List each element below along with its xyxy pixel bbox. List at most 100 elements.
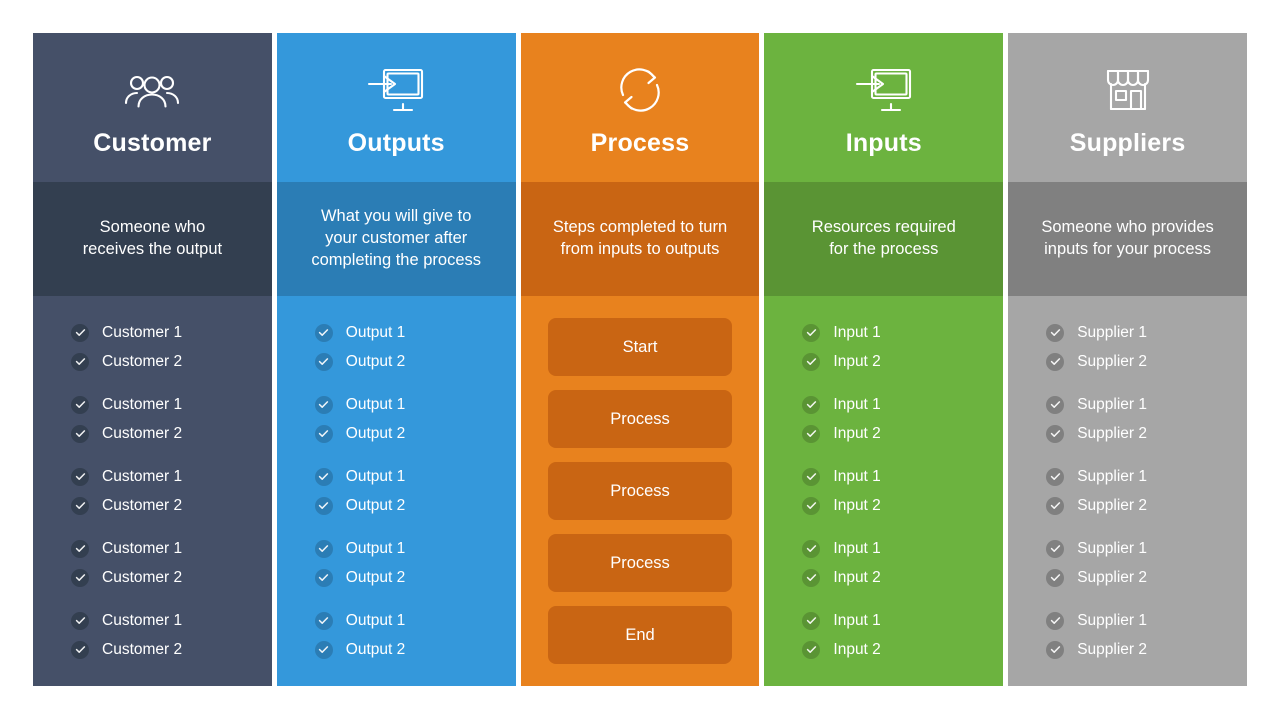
list-item[interactable]: Output 1 — [314, 318, 516, 347]
list-item[interactable]: Customer 2 — [71, 563, 272, 592]
check-icon — [314, 395, 333, 414]
list-item[interactable]: Customer 2 — [71, 635, 272, 664]
process-step[interactable]: End — [547, 606, 733, 664]
list-item-label: Supplier 2 — [1077, 568, 1147, 586]
check-icon — [314, 323, 333, 342]
storefront-icon — [1097, 63, 1159, 117]
list-item[interactable]: Output 2 — [314, 563, 516, 592]
list-item[interactable]: Customer 2 — [71, 347, 272, 376]
list-item[interactable]: Supplier 1 — [1046, 534, 1247, 563]
check-icon — [314, 496, 333, 515]
list-item-label: Supplier 2 — [1077, 424, 1147, 442]
check-icon — [71, 395, 89, 414]
list-item[interactable]: Supplier 2 — [1046, 491, 1247, 520]
check-icon — [1046, 424, 1065, 443]
list-item-label: Customer 1 — [102, 395, 183, 413]
list-item[interactable]: Output 2 — [314, 419, 516, 448]
list-item-label: Customer 2 — [102, 496, 183, 514]
checklist-group: Output 1 Output 2 — [314, 318, 516, 376]
list-item[interactable]: Output 2 — [314, 635, 516, 664]
list-item[interactable]: Input 2 — [802, 635, 1003, 664]
list-item[interactable]: Customer 1 — [71, 534, 272, 563]
check-icon — [71, 352, 89, 371]
process-step[interactable]: Start — [547, 318, 733, 376]
list-item[interactable]: Supplier 2 — [1046, 563, 1247, 592]
list-item-label: Supplier 2 — [1077, 640, 1147, 658]
list-item-label: Output 2 — [345, 352, 406, 370]
checklist-group: Input 1 Input 2 — [802, 390, 1003, 448]
list-item[interactable]: Input 2 — [802, 347, 1003, 376]
list-item[interactable]: Output 1 — [314, 606, 516, 635]
process-step[interactable]: Process — [547, 534, 733, 592]
list-item[interactable]: Output 1 — [314, 534, 516, 563]
list-item[interactable]: Supplier 1 — [1046, 606, 1247, 635]
check-icon — [802, 424, 821, 443]
list-item[interactable]: Customer 1 — [71, 390, 272, 419]
check-icon — [1046, 611, 1065, 630]
column-title-suppliers: Suppliers — [1069, 129, 1186, 157]
list-item[interactable]: Input 2 — [802, 491, 1003, 520]
checklist-group: Supplier 1 Supplier 2 — [1046, 462, 1247, 520]
list-item-label: Customer 2 — [102, 424, 183, 442]
list-item-label: Output 2 — [345, 568, 406, 586]
list-item[interactable]: Customer 1 — [71, 606, 272, 635]
list-item[interactable]: Customer 1 — [71, 318, 272, 347]
list-item[interactable]: Input 2 — [802, 563, 1003, 592]
list-item[interactable]: Supplier 2 — [1046, 347, 1247, 376]
list-item[interactable]: Input 1 — [802, 462, 1003, 491]
list-item[interactable]: Supplier 1 — [1046, 318, 1247, 347]
check-icon — [314, 352, 333, 371]
list-item[interactable]: Supplier 1 — [1046, 462, 1247, 491]
list-item[interactable]: Customer 1 — [71, 462, 272, 491]
list-item-label: Input 2 — [833, 424, 881, 442]
list-item[interactable]: Output 2 — [314, 347, 516, 376]
check-icon — [71, 467, 89, 486]
list-item-label: Input 1 — [833, 539, 881, 557]
list-item[interactable]: Output 2 — [314, 491, 516, 520]
list-item[interactable]: Input 2 — [802, 419, 1003, 448]
list-item[interactable]: Supplier 1 — [1046, 390, 1247, 419]
check-icon — [314, 467, 333, 486]
list-item[interactable]: Output 1 — [314, 462, 516, 491]
list-item-label: Input 2 — [833, 640, 881, 658]
list-item-label: Input 1 — [833, 395, 881, 413]
list-item[interactable]: Supplier 2 — [1046, 635, 1247, 664]
checklist-group: Input 1 Input 2 — [802, 606, 1003, 664]
list-item[interactable]: Supplier 2 — [1046, 419, 1247, 448]
check-icon — [71, 611, 89, 630]
list-item[interactable]: Input 1 — [802, 606, 1003, 635]
list-item-label: Customer 1 — [102, 611, 183, 629]
list-item-label: Supplier 1 — [1077, 467, 1147, 485]
list-item-label: Output 1 — [345, 611, 406, 629]
list-item[interactable]: Input 1 — [802, 390, 1003, 419]
check-icon — [71, 640, 89, 659]
list-item-label: Supplier 1 — [1077, 539, 1147, 557]
list-item[interactable]: Customer 2 — [71, 491, 272, 520]
column-title-inputs: Inputs — [845, 129, 922, 157]
list-item-label: Customer 1 — [102, 539, 183, 557]
list-item[interactable]: Output 1 — [314, 390, 516, 419]
process-step[interactable]: Process — [547, 390, 733, 448]
list-item[interactable]: Customer 2 — [71, 419, 272, 448]
list-item[interactable]: Input 1 — [802, 318, 1003, 347]
list-item[interactable]: Input 1 — [802, 534, 1003, 563]
checklist-group: Customer 1 Customer 2 — [71, 390, 272, 448]
process-step[interactable]: Process — [547, 462, 733, 520]
column-header-suppliers: Suppliers — [1008, 33, 1247, 182]
check-icon — [314, 640, 333, 659]
